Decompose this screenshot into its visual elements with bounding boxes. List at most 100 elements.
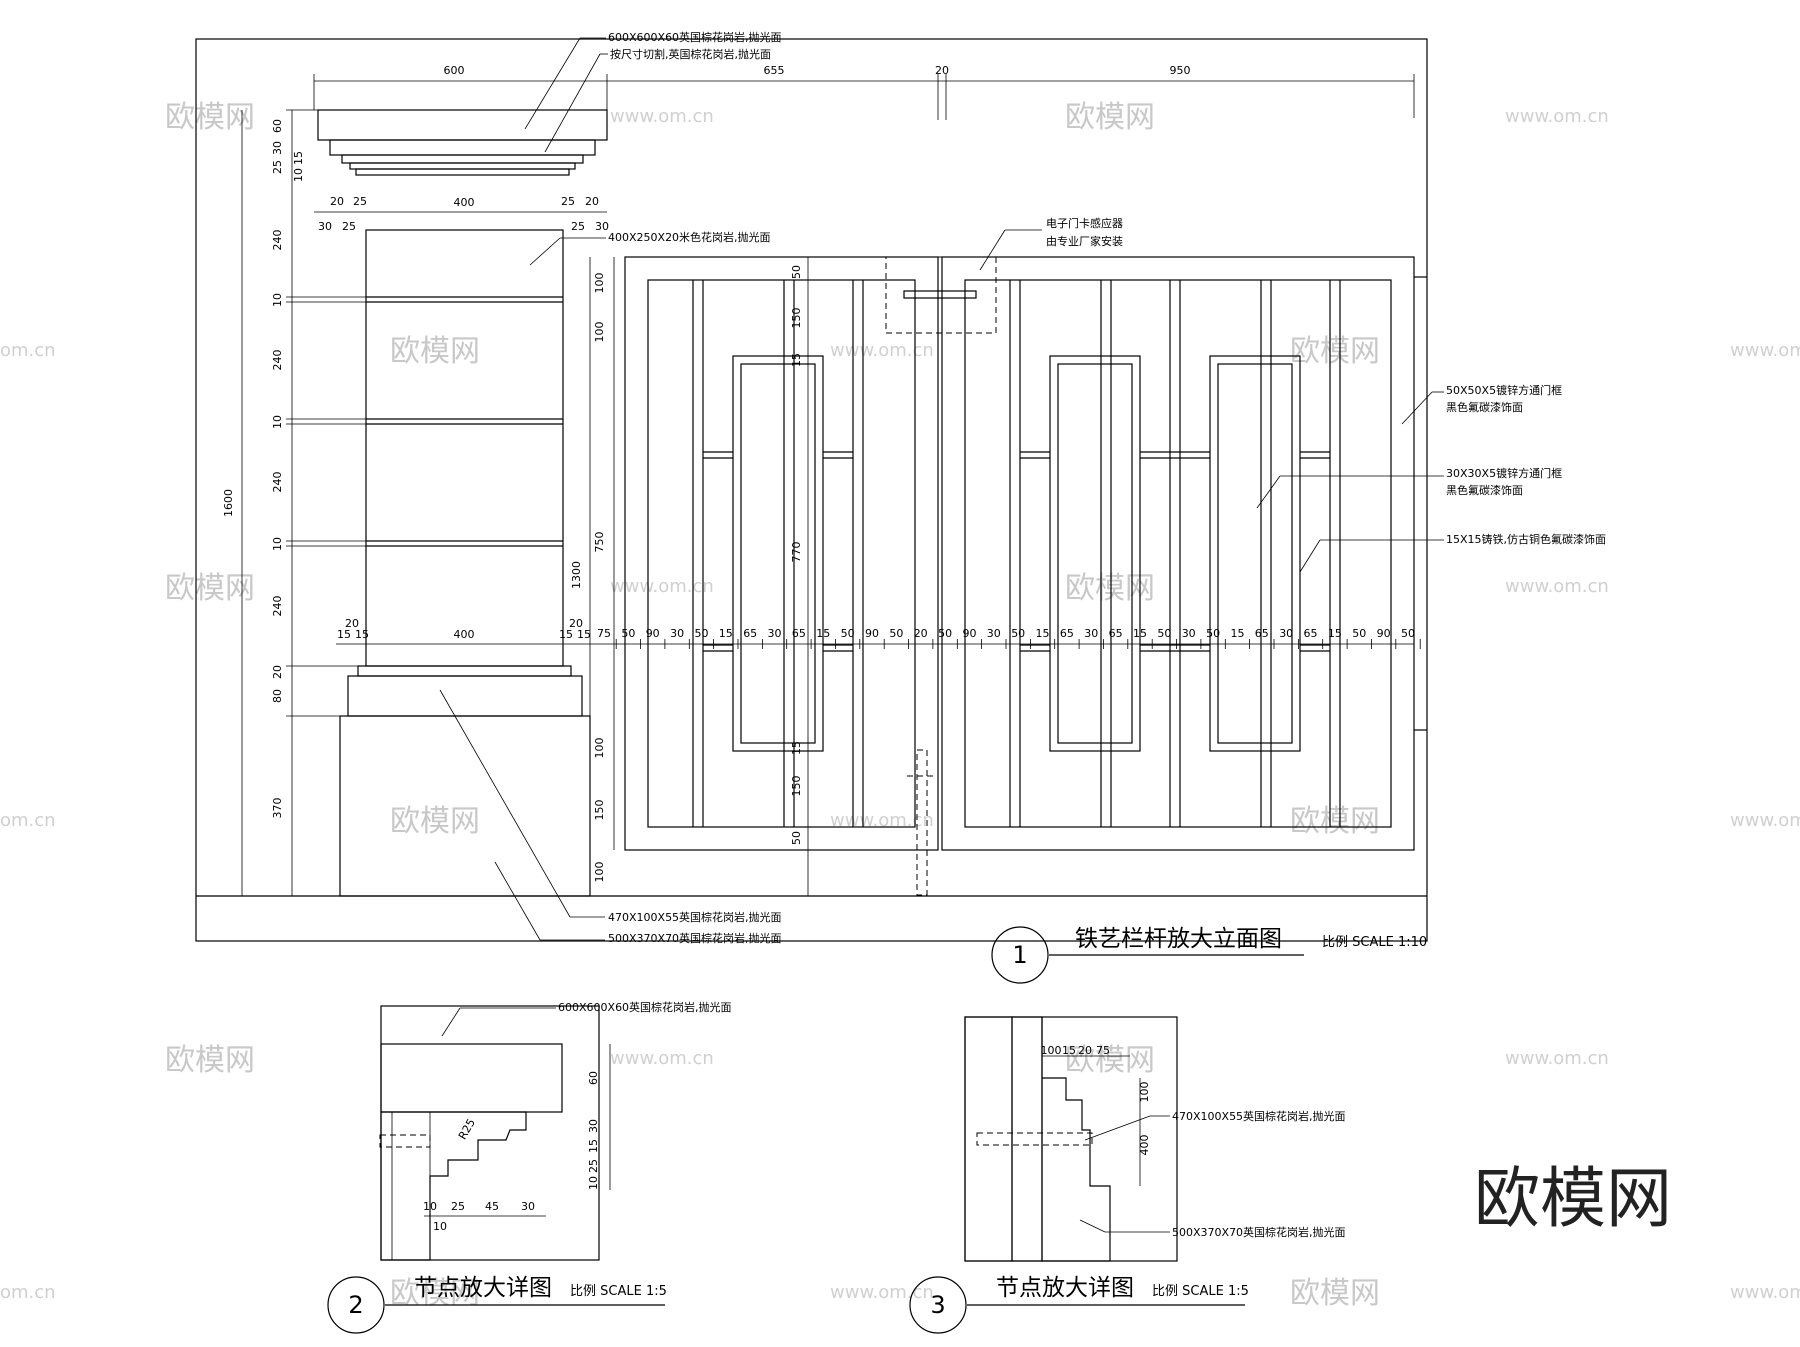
svg-text:100: 100 — [593, 738, 606, 759]
pillar-base-band — [357, 665, 572, 677]
gate-leaf-left — [624, 256, 939, 851]
dim-row-label: 75 — [597, 627, 611, 640]
svg-text:20: 20 — [1078, 1044, 1092, 1057]
svg-text:240: 240 — [271, 472, 284, 493]
title-block-3: 3 节点放大详图 比例 SCALE 1:5 — [909, 1275, 1249, 1334]
pillar-cap-tier4 — [355, 168, 570, 176]
svg-text:1: 1 — [1012, 941, 1027, 969]
drawing-frame — [195, 38, 1428, 942]
svg-text:10: 10 — [292, 168, 305, 182]
svg-text:比例 SCALE 1:5: 比例 SCALE 1:5 — [570, 1284, 667, 1299]
dim-row-label: 50 — [695, 627, 709, 640]
watermark-site: www.om.cn — [830, 340, 934, 361]
drawing-title: 铁艺栏杆放大立面图 — [1075, 926, 1282, 952]
dim-row-label: 65 — [792, 627, 806, 640]
dim-row-label: 30 — [1084, 627, 1098, 640]
watermark-layer: 欧模网 www.om.cn 欧模网 www.om.cn om.cn 欧模网 ww… — [0, 100, 1800, 1311]
watermark-cn: 欧模网 — [390, 334, 480, 369]
svg-text:节点放大详图: 节点放大详图 — [996, 1275, 1134, 1301]
svg-text:100: 100 — [593, 273, 606, 294]
latch-rod — [916, 749, 928, 896]
watermark-site: www.om.cn — [1730, 810, 1800, 831]
dim-row-label: 50 — [621, 627, 635, 640]
watermark-cn: 欧模网 — [165, 100, 255, 135]
dim-row-label: 65 — [1060, 627, 1074, 640]
title-block-1: 1 铁艺栏杆放大立面图 比例 SCALE 1:10 — [991, 926, 1427, 984]
watermark-site: www.om.cn — [1730, 1282, 1800, 1303]
dim-row-label: 50 — [1352, 627, 1366, 640]
svg-text:600X600X60英国棕花岗岩,抛光面: 600X600X60英国棕花岗岩,抛光面 — [608, 30, 782, 44]
title-block-2: 2 节点放大详图 比例 SCALE 1:5 — [327, 1275, 667, 1334]
right-leaf-bars — [1009, 280, 1341, 827]
svg-text:60: 60 — [271, 119, 284, 133]
dim-row-label: 50 — [1206, 627, 1220, 640]
dim-row-label: 30 — [1279, 627, 1293, 640]
pillar-cap-tier2 — [341, 154, 584, 164]
card-reader-outline — [885, 256, 997, 334]
dim-row-label: 15 — [1231, 627, 1245, 640]
watermark-cn: 欧模网 — [1290, 334, 1380, 369]
svg-text:25: 25 — [571, 220, 585, 233]
watermark-edge: om.cn — [0, 1282, 56, 1303]
svg-text:15: 15 — [292, 151, 305, 165]
svg-text:10: 10 — [587, 1176, 600, 1190]
svg-text:30: 30 — [271, 141, 284, 155]
svg-text:750: 750 — [593, 532, 606, 553]
top-dimensions: 600 655 20 950 30 20 25 25 400 25 25 20 … — [313, 64, 1415, 641]
svg-text:75: 75 — [1096, 1044, 1110, 1057]
left-dimensions: 60 30 15 25 10 240 10 240 10 240 10 240 … — [222, 109, 366, 897]
dim-row-label: 50 — [938, 627, 952, 640]
svg-text:25: 25 — [451, 1200, 465, 1213]
dim-row-label: 50 — [1011, 627, 1025, 640]
dim-row-label: 65 — [743, 627, 757, 640]
svg-text:10: 10 — [433, 1220, 447, 1233]
svg-text:100: 100 — [1041, 1044, 1062, 1057]
dim-row-label: 15 — [719, 627, 733, 640]
svg-text:240: 240 — [271, 230, 284, 251]
detail-2-profile — [380, 1111, 527, 1261]
dim-row-label: 30 — [670, 627, 684, 640]
svg-text:10: 10 — [271, 415, 284, 429]
svg-text:20: 20 — [271, 665, 284, 679]
svg-text:150: 150 — [790, 308, 803, 329]
dim-row-label: 20 — [914, 627, 928, 640]
svg-text:50: 50 — [790, 265, 803, 279]
pillar-cap — [317, 109, 608, 141]
svg-text:25: 25 — [353, 195, 367, 208]
card-reader-bar — [903, 290, 977, 299]
pillar-cap-tier3 — [349, 162, 576, 170]
dim-row-label: 90 — [646, 627, 660, 640]
svg-text:400: 400 — [454, 196, 475, 209]
svg-text:655: 655 — [764, 64, 785, 77]
svg-text:370: 370 — [271, 798, 284, 819]
watermark-cn: 欧模网 — [1290, 804, 1380, 839]
svg-text:150: 150 — [790, 776, 803, 797]
detail-2: 600X600X60英国棕花岗岩,抛光面 60 30 15 25 10 R25 … — [379, 1000, 732, 1261]
svg-text:15: 15 — [337, 628, 351, 641]
svg-text:30: 30 — [521, 1200, 535, 1213]
svg-text:240: 240 — [271, 350, 284, 371]
svg-text:黑色氟碳漆饰面: 黑色氟碳漆饰面 — [1446, 483, 1523, 497]
svg-text:100: 100 — [593, 862, 606, 883]
svg-text:15: 15 — [790, 353, 803, 367]
dim-row-label: 15 — [1133, 627, 1147, 640]
svg-text:电子门卡感应器: 电子门卡感应器 — [1046, 216, 1123, 230]
svg-text:10: 10 — [271, 537, 284, 551]
svg-text:R25: R25 — [456, 1117, 478, 1142]
dim-row-label: 50 — [889, 627, 903, 640]
svg-text:500X370X70英国棕花岗岩,抛光面: 500X370X70英国棕花岗岩,抛光面 — [1172, 1225, 1346, 1239]
svg-text:50X50X5镀锌方通门框: 50X50X5镀锌方通门框 — [1446, 383, 1562, 397]
svg-text:15: 15 — [587, 1139, 600, 1153]
watermark-site: www.om.cn — [1505, 1048, 1609, 1069]
svg-text:50: 50 — [790, 831, 803, 845]
watermark-site: www.om.cn — [1505, 576, 1609, 597]
watermark-site: www.om.cn — [830, 1282, 934, 1303]
pillar-shaft — [365, 229, 564, 667]
svg-text:20: 20 — [935, 64, 949, 77]
svg-text:25: 25 — [271, 160, 284, 174]
watermark-cn: 欧模网 — [1065, 571, 1155, 606]
svg-text:60: 60 — [587, 1071, 600, 1085]
watermark-edge: om.cn — [0, 340, 56, 361]
dim-row-label: 90 — [963, 627, 977, 640]
